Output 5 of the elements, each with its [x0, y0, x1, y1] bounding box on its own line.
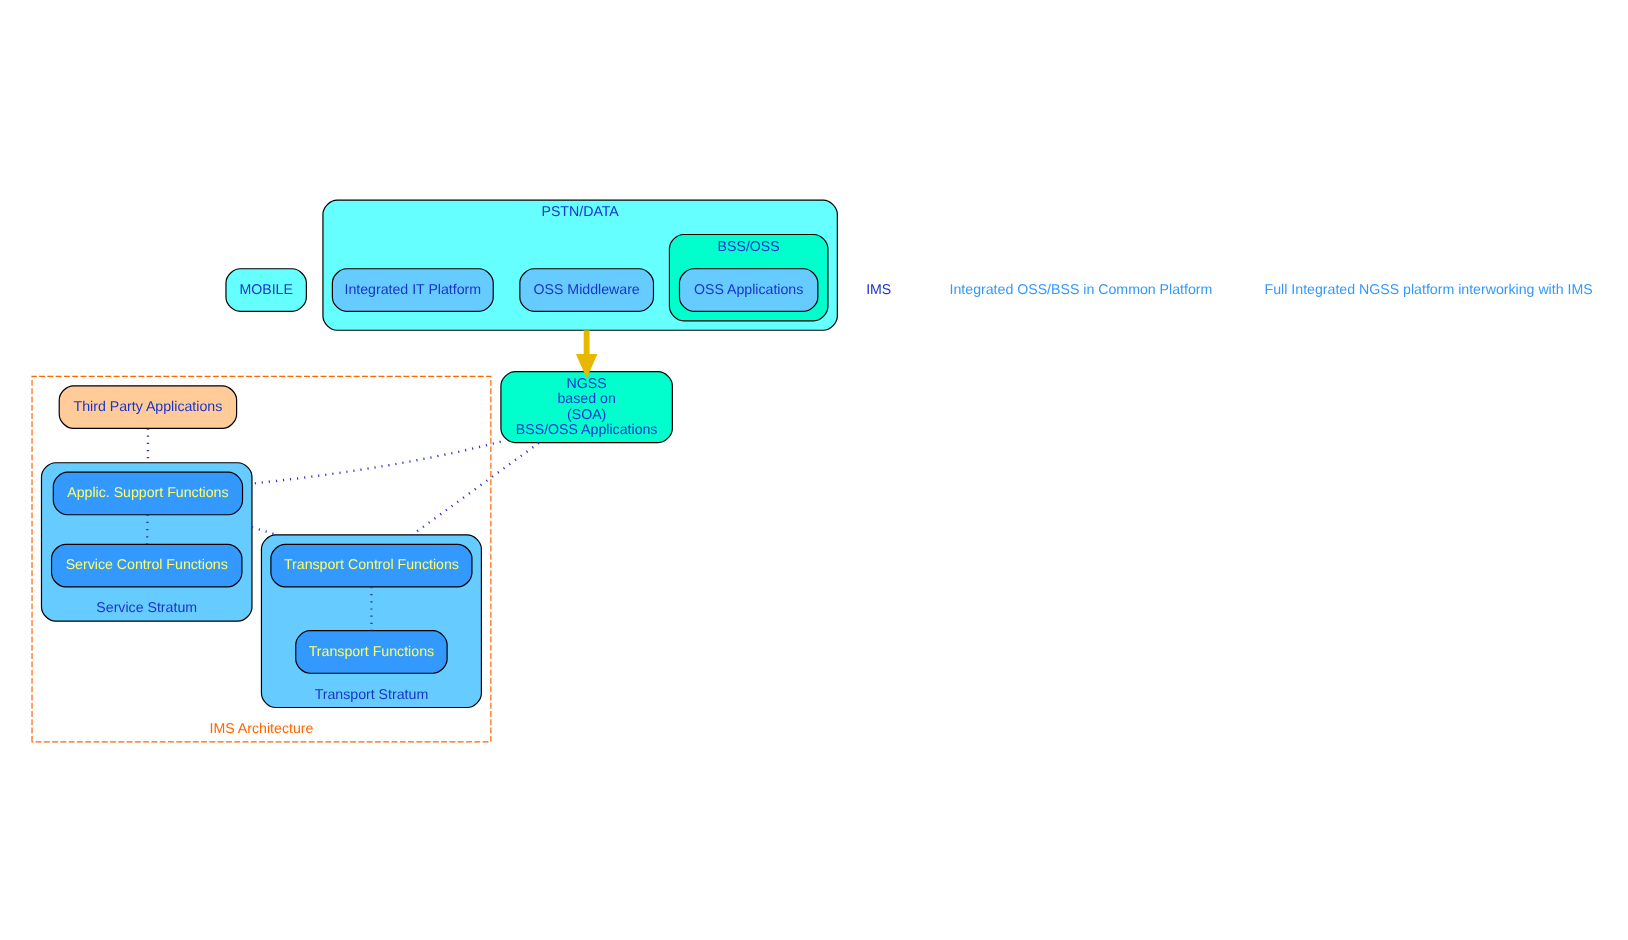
- connector: [370, 586, 373, 630]
- connector: [411, 441, 540, 535]
- connector: [251, 439, 501, 484]
- arrow: [575, 329, 598, 378]
- connector: [251, 525, 278, 535]
